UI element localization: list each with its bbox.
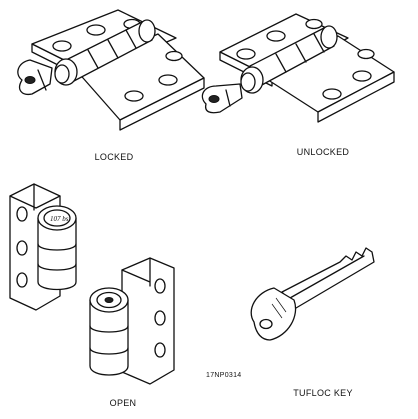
open-label: OPEN (109, 398, 137, 408)
figure-code-label: 17NP0314 (206, 372, 242, 379)
open-hinge-drawing: 107 bs (9, 183, 175, 385)
unlocked-label: UNLOCKED (296, 147, 350, 157)
unlocked-hinge-drawing (201, 13, 395, 123)
svg-text:107 bs: 107 bs (50, 215, 69, 223)
locked-label: LOCKED (94, 152, 134, 162)
locked-hinge-drawing (17, 9, 205, 131)
tufloc-key-label: TUFLOC KEY (293, 388, 353, 398)
tufloc-key-drawing (250, 247, 375, 341)
